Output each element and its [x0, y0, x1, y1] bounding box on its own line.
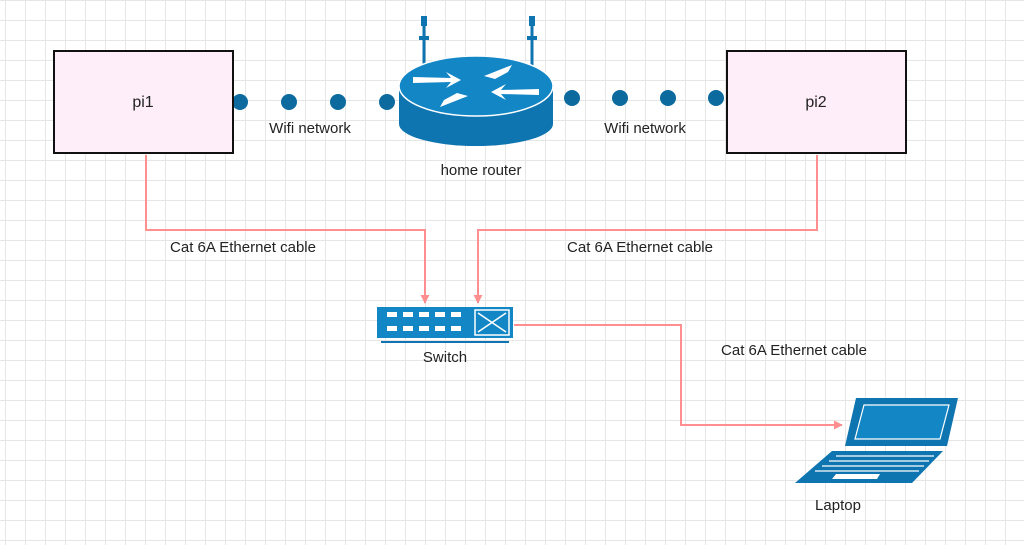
router-icon[interactable] — [398, 16, 554, 146]
wifi-label-right: Wifi network — [604, 120, 686, 137]
ethernet-cable-pi2-to-switch — [473, 155, 818, 304]
ethernet-cable-pi1-to-switch — [145, 155, 430, 304]
pi2-node[interactable]: pi2 — [726, 50, 907, 154]
cable-label-laptop: Cat 6A Ethernet cable — [721, 342, 867, 359]
cable-label-pi1: Cat 6A Ethernet cable — [170, 239, 316, 256]
cable-label-pi2: Cat 6A Ethernet cable — [567, 239, 713, 256]
pi1-node[interactable]: pi1 — [53, 50, 234, 154]
wifi-link-right — [564, 90, 724, 106]
ethernet-cable-switch-to-laptop — [514, 324, 843, 430]
pi1-label: pi1 — [132, 94, 153, 111]
wifi-link-left — [232, 94, 395, 110]
laptop-icon[interactable] — [795, 398, 958, 483]
laptop-label: Laptop — [815, 497, 861, 514]
switch-label: Switch — [423, 349, 467, 366]
wifi-label-left: Wifi network — [269, 120, 351, 137]
router-label: home router — [441, 162, 522, 179]
pi2-label: pi2 — [805, 94, 826, 111]
switch-icon[interactable] — [377, 307, 513, 343]
